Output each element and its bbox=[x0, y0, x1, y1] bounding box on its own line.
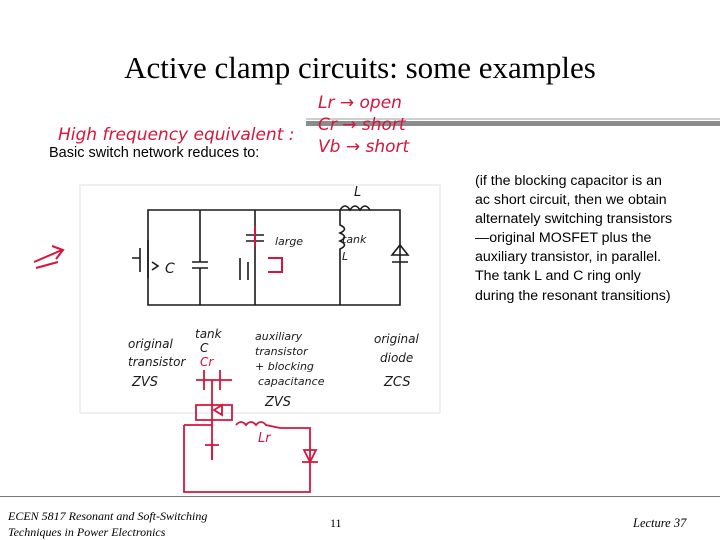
red-note-lr-open: Lr → open bbox=[318, 93, 402, 113]
title-rule bbox=[306, 121, 720, 126]
label-large: large bbox=[275, 235, 303, 248]
label-tank-c: tank bbox=[195, 327, 223, 341]
red-lower-circuit bbox=[183, 370, 318, 493]
label-L-top: L bbox=[354, 185, 361, 200]
label-zvs-2: ZVS bbox=[264, 395, 291, 410]
handwritten-sketch: High frequency equivalent : Lr → open Cr… bbox=[33, 93, 441, 493]
footer-course-line2: Techniques in Power Electronics bbox=[8, 525, 166, 539]
red-note-hf-equivalent: High frequency equivalent : bbox=[58, 125, 295, 145]
basic-switch-text: Basic switch network reduces to: bbox=[49, 145, 260, 161]
label-c-under-tank: C bbox=[200, 341, 209, 355]
label-lr: Lr bbox=[258, 431, 272, 446]
lecture-label: Lecture 37 bbox=[633, 516, 687, 530]
page-number: 11 bbox=[330, 516, 342, 530]
red-note-cr-short: Cr → short bbox=[318, 115, 407, 135]
label-original-2: original bbox=[374, 332, 420, 346]
red-circuit-marks bbox=[254, 226, 283, 273]
label-zvs-1: ZVS bbox=[131, 375, 158, 390]
footer-rule bbox=[0, 496, 720, 497]
label-blocking: + blocking bbox=[255, 360, 314, 373]
footer-course: ECEN 5817 Resonant and Soft-Switching Te… bbox=[8, 508, 228, 540]
red-note-vb-short: Vb → short bbox=[318, 137, 410, 157]
label-capacitance: capacitance bbox=[258, 375, 325, 388]
label-cr: Cr bbox=[200, 355, 214, 369]
black-circuit bbox=[132, 205, 410, 306]
slide-title: Active clamp circuits: some examples bbox=[124, 50, 596, 85]
title-rule-thin bbox=[306, 118, 720, 120]
label-L-tank: L bbox=[342, 250, 348, 263]
red-arrow-icon bbox=[33, 245, 65, 269]
explanation-note: (if the blocking capacitor is an ac shor… bbox=[475, 173, 673, 304]
label-original: original bbox=[128, 337, 174, 351]
label-zcs: ZCS bbox=[383, 375, 410, 390]
footer-course-line1: ECEN 5817 Resonant and Soft-Switching bbox=[8, 509, 208, 523]
label-diode: diode bbox=[380, 351, 413, 365]
label-C: C bbox=[165, 261, 175, 277]
label-tank-L: tank bbox=[342, 233, 367, 246]
label-auxiliary: auxiliary bbox=[255, 330, 303, 343]
sketch-frame bbox=[79, 184, 441, 414]
label-transistor: transistor bbox=[128, 355, 186, 369]
label-aux-transistor: transistor bbox=[255, 345, 309, 358]
